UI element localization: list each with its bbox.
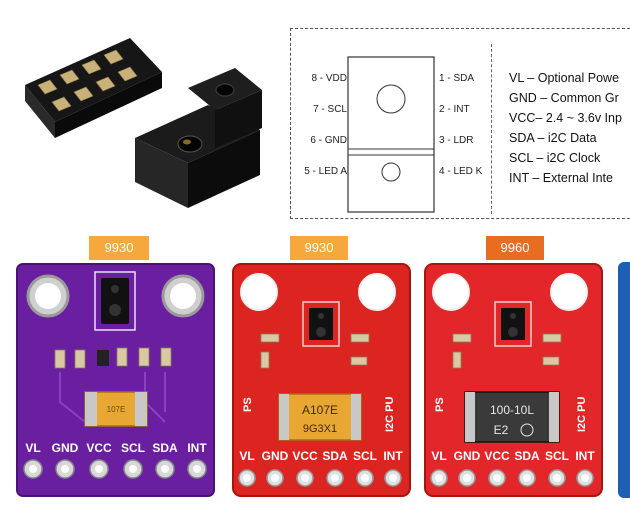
board-3-red: PS I2C PU 100-10L E2 VL GND VCC SDA SCL … bbox=[424, 263, 603, 497]
board-3-chip-marking-2: E2 bbox=[494, 423, 509, 437]
pinout-diagram: 8 - VDD 7 - SCL 6 - GND 5 - LED A 1 - SD… bbox=[290, 28, 630, 219]
desc-vl: VL – Optional Powe bbox=[509, 71, 620, 85]
board-3-ps-label: PS bbox=[434, 397, 446, 412]
package-outline bbox=[347, 56, 435, 213]
board-1-pin-sda: SDA bbox=[152, 441, 178, 455]
pin-1-label: 1 - SDA bbox=[439, 73, 475, 84]
board-2-red: PS I2C PU A107E 9G3X1 VL GND VCC SDA SCL… bbox=[232, 263, 411, 497]
board-2-ps-label: PS bbox=[242, 397, 254, 412]
desc-gnd: GND – Common Gr bbox=[509, 91, 619, 105]
board-1-pin-vcc: VCC bbox=[86, 441, 112, 455]
pin-8-label: 8 - VDD bbox=[311, 73, 347, 84]
board-1-pin-gnd: GND bbox=[52, 441, 79, 455]
pin-4-label: 4 - LED K bbox=[439, 166, 483, 177]
board-1-tag: 9930 bbox=[89, 236, 149, 260]
desc-sda: SDA – i2C Data bbox=[509, 131, 597, 145]
board-1-pin-scl: SCL bbox=[121, 441, 145, 455]
board-2-chip-marking-2: 9G3X1 bbox=[303, 423, 337, 435]
divider bbox=[491, 44, 492, 214]
board-3-pin-vcc: VCC bbox=[484, 449, 510, 463]
board-2-pin-vcc: VCC bbox=[292, 449, 318, 463]
pin-3-label: 3 - LDR bbox=[439, 135, 474, 146]
chip-top-view bbox=[135, 68, 262, 208]
board-3-pin-int: INT bbox=[575, 449, 595, 463]
board-4-partial bbox=[618, 262, 630, 498]
board-2-chip-marking-1: A107E bbox=[302, 403, 338, 417]
desc-int: INT – External Inte bbox=[509, 171, 613, 185]
sensor-chip-photo bbox=[25, 38, 262, 208]
board-2-pin-int: INT bbox=[383, 449, 403, 463]
pin-7-label: 7 - SCL bbox=[313, 104, 347, 115]
board-1-purple: 107E VL GND VCC SCL SDA INT bbox=[16, 263, 215, 497]
desc-scl: SCL – i2C Clock bbox=[509, 151, 601, 165]
board-2-tag: 9930 bbox=[290, 236, 348, 260]
board-3-pin-scl: SCL bbox=[545, 449, 569, 463]
chip-bottom-view bbox=[25, 38, 162, 138]
board-2-pin-gnd: GND bbox=[262, 449, 289, 463]
board-1-chip-marking: 107E bbox=[107, 405, 126, 414]
pin-5-label: 5 - LED A bbox=[304, 166, 347, 177]
board-2-pin-vl: VL bbox=[239, 449, 254, 463]
board-3-tag: 9960 bbox=[486, 236, 544, 260]
pin-6-label: 6 - GND bbox=[310, 135, 347, 146]
board-3-pin-sda: SDA bbox=[514, 449, 540, 463]
board-3-i2c-label: I2C PU bbox=[576, 396, 588, 432]
board-1-pin-int: INT bbox=[187, 441, 207, 455]
board-3-pin-gnd: GND bbox=[454, 449, 481, 463]
desc-vcc: VCC– 2.4 ~ 3.6v Inp bbox=[509, 111, 622, 125]
board-3-chip-marking-1: 100-10L bbox=[490, 403, 534, 417]
board-3-pin-vl: VL bbox=[431, 449, 446, 463]
board-2-i2c-label: I2C PU bbox=[384, 396, 396, 432]
board-1-pin-vl: VL bbox=[25, 441, 40, 455]
pin-2-label: 2 - INT bbox=[439, 104, 470, 115]
board-2-pin-sda: SDA bbox=[322, 449, 348, 463]
board-2-pin-scl: SCL bbox=[353, 449, 377, 463]
